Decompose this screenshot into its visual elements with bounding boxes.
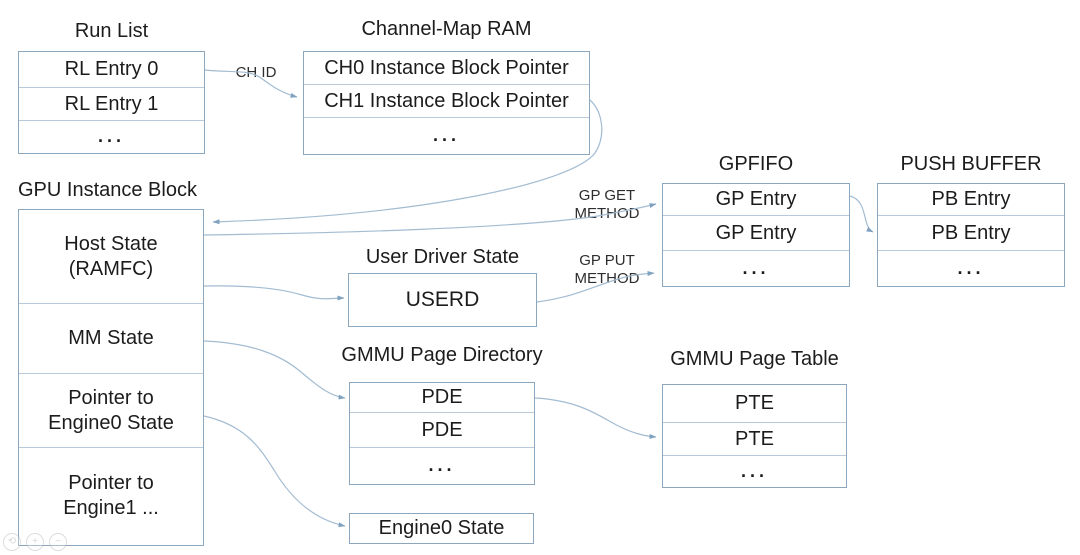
table-row: ... [304, 117, 589, 153]
connector-host-to-userd [203, 285, 345, 301]
gp-put-method-label: GP PUT METHOD [574, 252, 640, 287]
push-buffer-table: PB Entry PB Entry ... [877, 183, 1065, 287]
table-row: PTE [663, 422, 846, 455]
run-list-table: RL Entry 0 RL Entry 1 ... [18, 51, 205, 154]
connector-gpentry-to-pbentry [849, 195, 874, 233]
channel-map-ram-table: CH0 Instance Block Pointer CH1 Instance … [303, 51, 590, 155]
gp-get-method-label: GP GET METHOD [574, 187, 640, 222]
image-viewer-controls: ⟲ + − [3, 533, 67, 551]
table-row: Pointer to Engine0 State [19, 373, 203, 447]
table-row: Pointer to Engine1 ... [19, 447, 203, 544]
zoom-out-icon[interactable]: − [49, 533, 67, 551]
zoom-in-icon[interactable]: + [26, 533, 44, 551]
rotate-icon[interactable]: ⟲ [3, 533, 21, 551]
table-row: ... [19, 120, 204, 152]
gmmu-page-table-table: PTE PTE ... [662, 384, 847, 488]
gmmu-page-directory-title: GMMU Page Directory [341, 344, 543, 366]
connector-pde-to-page-table [534, 397, 657, 439]
ch-id-label: CH ID [235, 64, 277, 81]
table-row: ... [878, 250, 1064, 285]
gpfifo-title: GPFIFO [718, 153, 794, 175]
engine0-state-box: Engine0 State [349, 513, 534, 544]
push-buffer-title: PUSH BUFFER [900, 153, 1042, 175]
table-row: MM State [19, 303, 203, 373]
gmmu-page-table-title: GMMU Page Table [670, 348, 839, 370]
gmmu-page-directory-table: PDE PDE ... [349, 382, 535, 485]
table-row: ... [663, 250, 849, 285]
table-row: Engine0 State [378, 516, 505, 539]
gpu-instance-block-title: GPU Instance Block [18, 179, 197, 201]
table-row: GP Entry [715, 188, 797, 210]
user-driver-state-title: User Driver State [365, 246, 520, 268]
table-row: CH1 Instance Block Pointer [304, 84, 589, 117]
userd-table: USERD [348, 273, 537, 327]
gpu-instance-block-table: Host State (RAMFC) MM State Pointer to E… [18, 209, 204, 546]
table-row: Host State (RAMFC) [64, 232, 158, 280]
table-row: PDE [350, 412, 534, 447]
channel-map-ram-title: Channel-Map RAM [361, 18, 532, 40]
table-row: PB Entry [931, 188, 1011, 210]
table-row: PDE [421, 386, 463, 408]
connector-mm-to-page-directory [203, 340, 346, 400]
gpfifo-table: GP Entry GP Entry ... [662, 183, 850, 287]
table-row: PB Entry [878, 215, 1064, 250]
table-row: RL Entry 0 [64, 58, 159, 80]
table-row: GP Entry [663, 215, 849, 250]
connector-pointer-to-engine0-state [203, 415, 346, 528]
run-list-title: Run List [74, 20, 149, 42]
table-row: PTE [735, 392, 774, 414]
table-row: USERD [405, 288, 480, 311]
table-row: CH0 Instance Block Pointer [324, 56, 569, 79]
table-row: ... [663, 455, 846, 486]
table-row: RL Entry 1 [19, 87, 204, 120]
table-row: ... [350, 447, 534, 483]
